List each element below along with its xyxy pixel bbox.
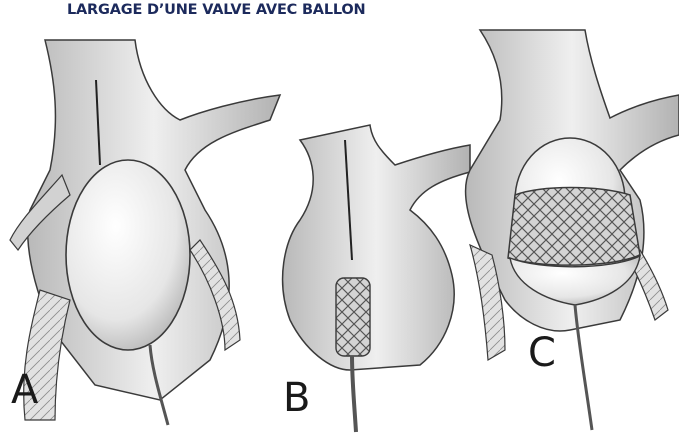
panel-label-c: C bbox=[528, 333, 556, 373]
panel-b-crimped-stent bbox=[336, 278, 370, 356]
panel-b-illustration bbox=[283, 125, 470, 432]
panel-c-illustration bbox=[465, 30, 679, 430]
panel-a-balloon bbox=[66, 160, 190, 350]
panel-label-b: B bbox=[283, 378, 310, 418]
panel-b-vessel bbox=[283, 125, 470, 370]
panel-label-a: A bbox=[11, 370, 38, 410]
diagram-title: LARGAGE D’UNE VALVE AVEC BALLON bbox=[67, 2, 365, 18]
panel-a-illustration bbox=[10, 40, 280, 425]
panel-c-expanded-stent bbox=[508, 188, 640, 266]
